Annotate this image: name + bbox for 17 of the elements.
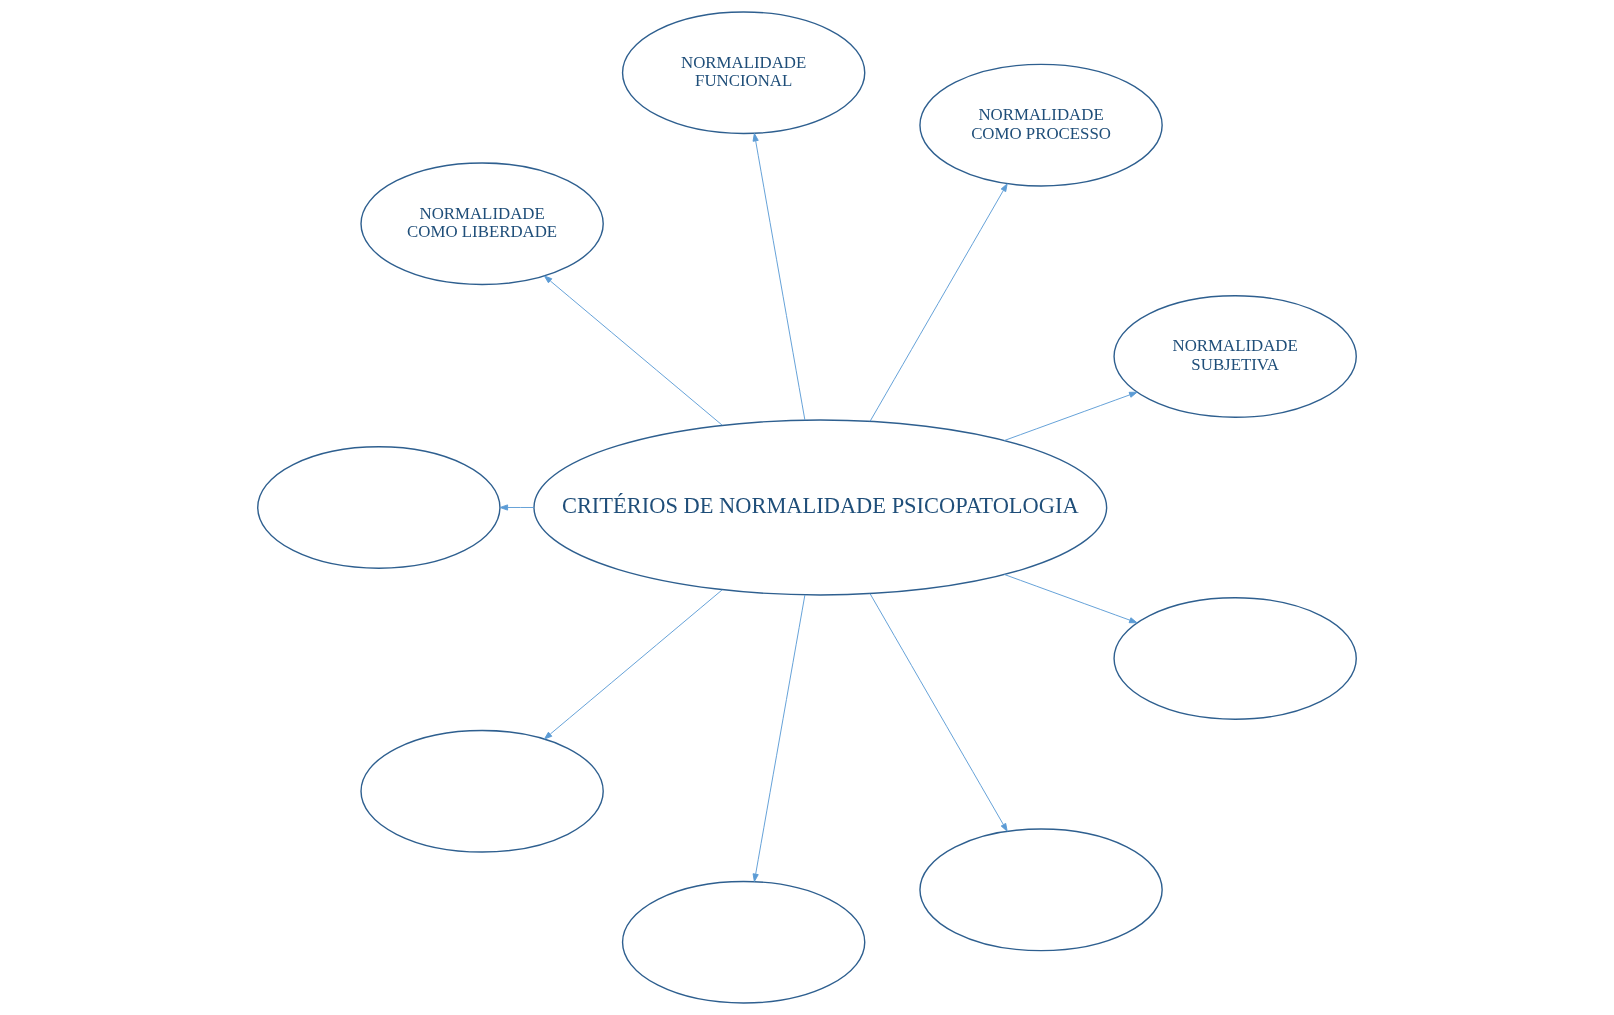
- arrow: [1003, 574, 1138, 624]
- arrow: [869, 183, 1008, 422]
- arrow: [752, 594, 806, 882]
- arrow: [869, 593, 1008, 832]
- node-ellipse: NORMALIDADE SUBJETIVA: [1113, 295, 1357, 418]
- arrow: [499, 504, 535, 511]
- arrow: [543, 275, 723, 426]
- node-ellipse: NORMALIDADE FUNCIONAL: [621, 11, 866, 135]
- node-ellipse: [1113, 597, 1357, 720]
- arrow: [752, 133, 806, 421]
- node-ellipse: [257, 446, 501, 569]
- node-ellipse: CRITÉRIOS DE NORMALIDADE PSICOPATOLOGIA: [533, 419, 1108, 596]
- node-ellipse: NORMALIDADE COMO PROCESSO: [919, 63, 1163, 187]
- arrow: [543, 589, 723, 740]
- arrow: [1003, 391, 1138, 441]
- node-ellipse: [919, 828, 1163, 952]
- node-ellipse: [621, 880, 866, 1004]
